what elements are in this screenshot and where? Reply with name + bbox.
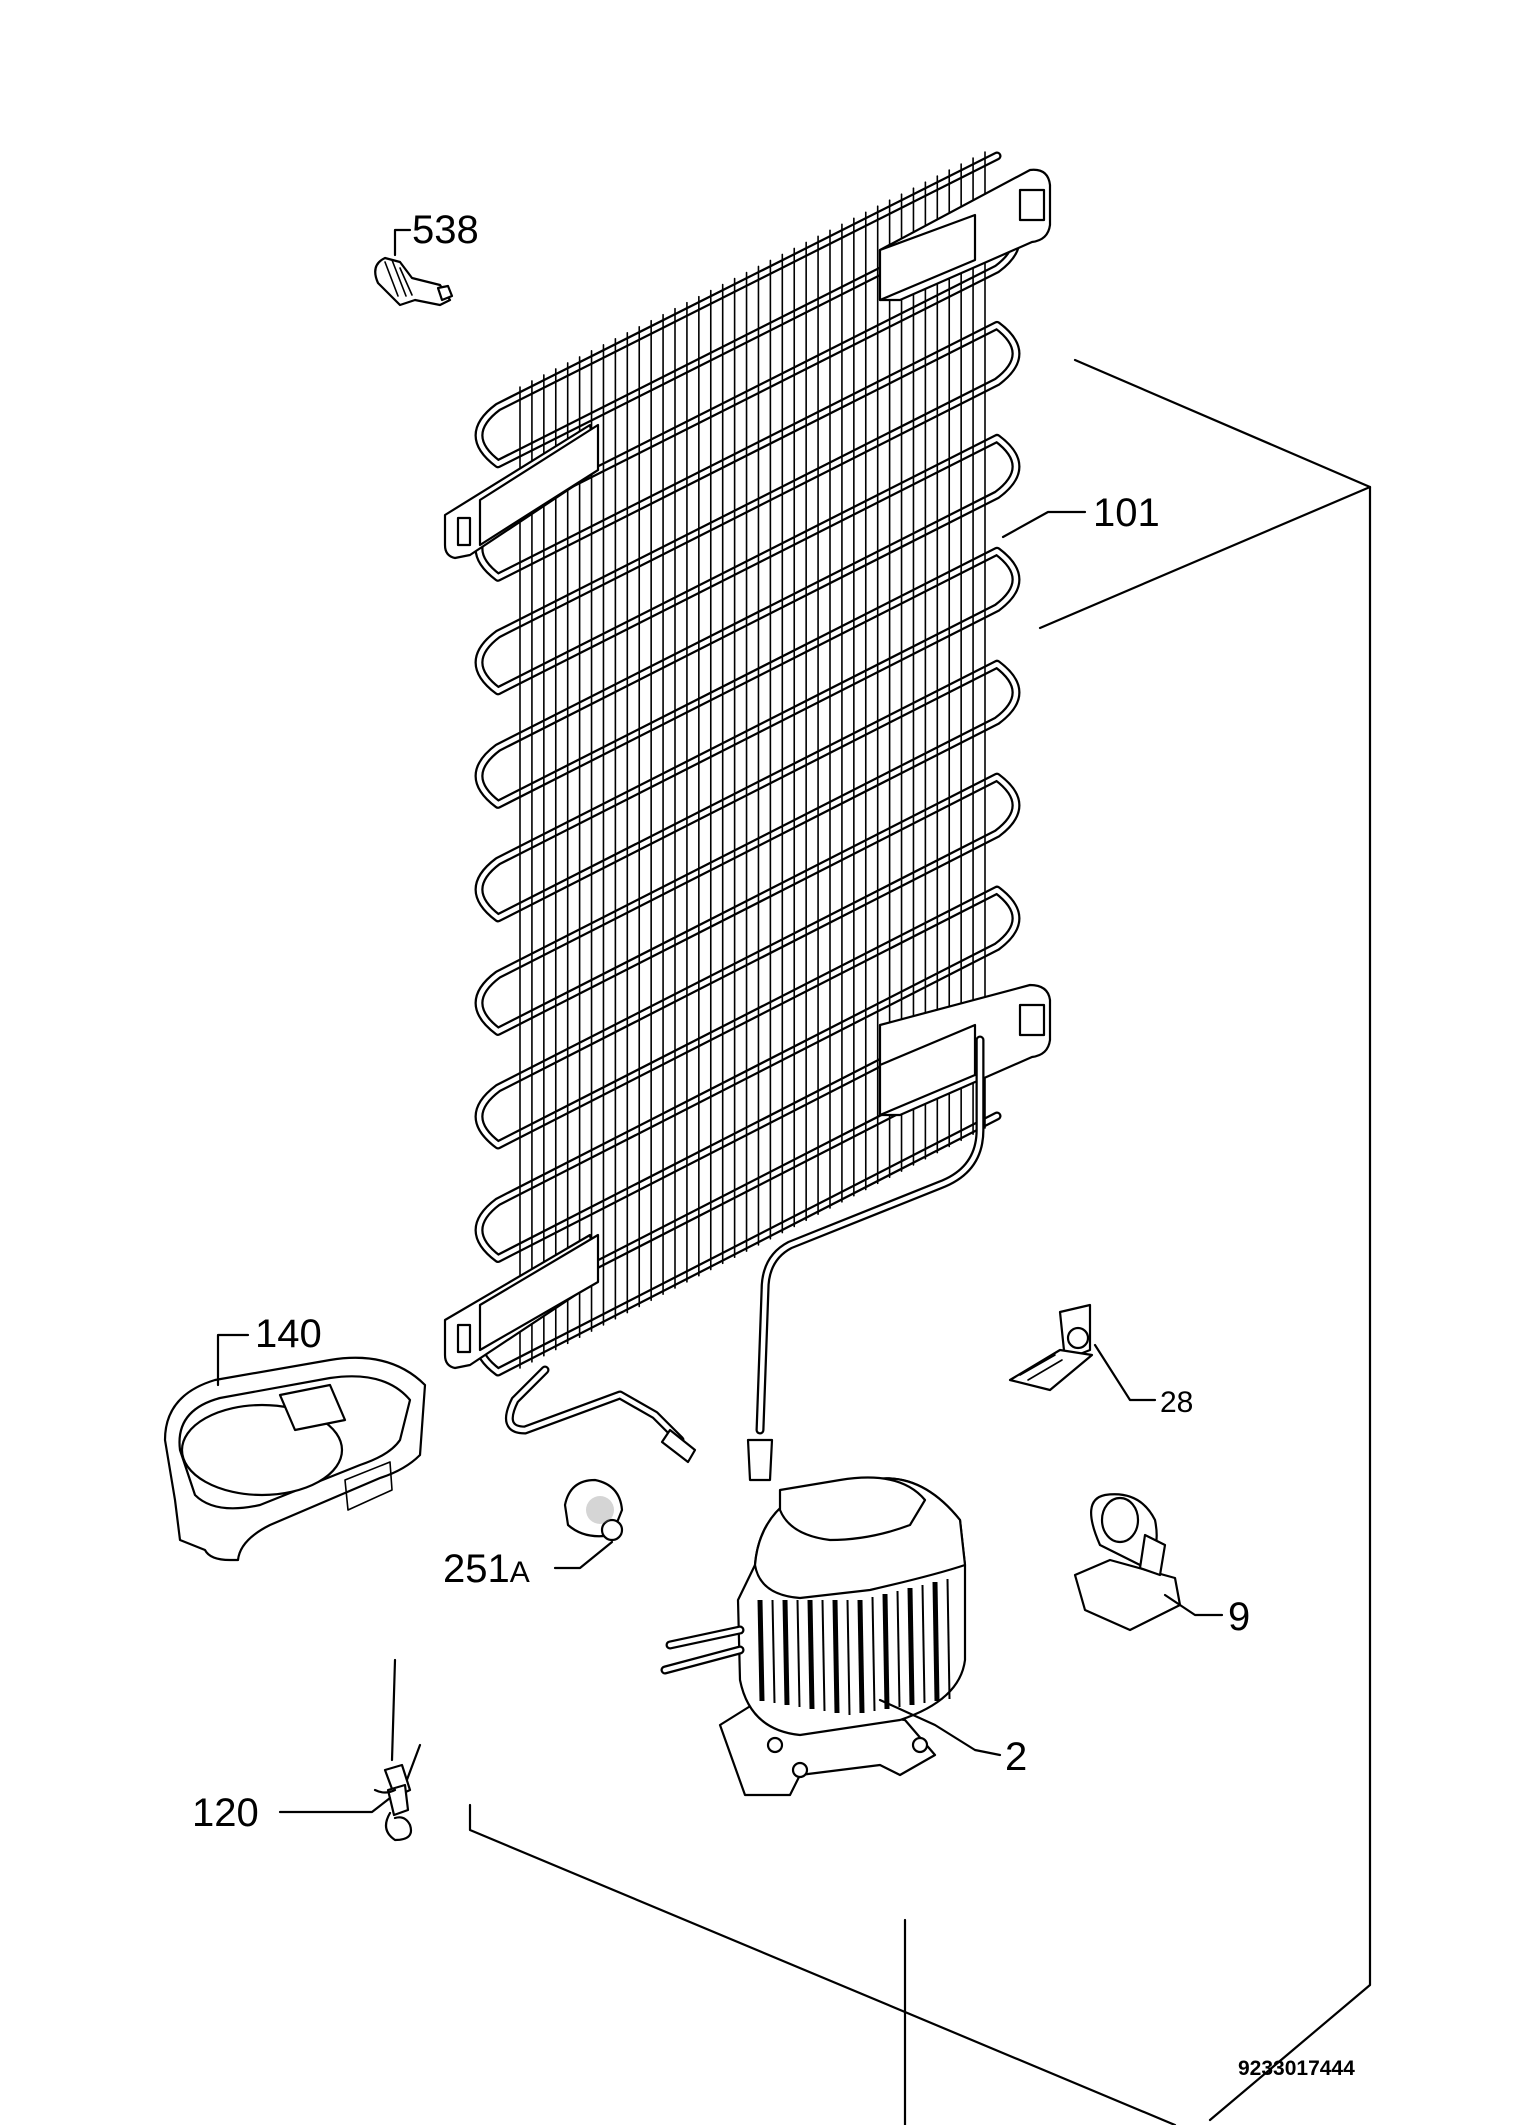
condenser-bracket-top-right xyxy=(878,168,1052,302)
compressor-rib xyxy=(832,1599,840,1714)
compressor-rib xyxy=(821,1599,826,1712)
compressor-rib xyxy=(871,1596,876,1712)
compressor-rib xyxy=(896,1590,901,1708)
callout-538: 538 xyxy=(412,208,479,252)
callout-101: 101 xyxy=(1093,491,1160,535)
compressor-rib xyxy=(932,1581,940,1702)
part-28-bracket xyxy=(1008,1303,1157,1402)
condenser-bracket-bottom-left xyxy=(443,1233,600,1370)
condenser-tube-fill xyxy=(476,153,1019,1375)
callout-140: 140 xyxy=(255,1312,322,1356)
compressor-rib xyxy=(807,1599,815,1710)
callout-2: 2 xyxy=(1005,1735,1027,1779)
compressor-rib xyxy=(907,1587,915,1706)
part-140-drip-tray xyxy=(163,1333,427,1562)
compressor-rib xyxy=(757,1599,765,1702)
callout-9: 9 xyxy=(1228,1595,1250,1639)
part-9-starter-relay xyxy=(1073,1493,1224,1632)
compressor-rib xyxy=(857,1599,865,1714)
condenser-bracket-bottom-right xyxy=(878,983,1052,1117)
part-2-compressor xyxy=(660,1476,1002,1797)
callout-251A: 251A xyxy=(443,1547,530,1591)
part-251A-grommet xyxy=(553,1478,624,1570)
part-120-sensor xyxy=(278,1658,422,1842)
condenser-coil xyxy=(443,151,1052,1482)
compressor-rib xyxy=(771,1599,776,1704)
callout-28: 28 xyxy=(1160,1386,1193,1419)
compressor-rib xyxy=(846,1599,851,1716)
callout-251A-suffix: A xyxy=(510,1556,530,1589)
callout-251A-number: 251 xyxy=(443,1547,510,1591)
compressor-rib xyxy=(921,1584,926,1704)
compressor-rib xyxy=(882,1593,890,1710)
diagram-code: 9233017444 xyxy=(1238,2057,1355,2080)
condenser-bracket-top-left xyxy=(443,423,600,560)
compressor-rib xyxy=(782,1599,790,1706)
part-538-clip xyxy=(374,228,454,307)
compressor-rib xyxy=(796,1599,801,1708)
leader-101 xyxy=(1001,510,1087,539)
cabinet-outline xyxy=(468,358,1372,2125)
callout-120: 120 xyxy=(192,1791,259,1835)
compressor-rib xyxy=(946,1578,951,1700)
